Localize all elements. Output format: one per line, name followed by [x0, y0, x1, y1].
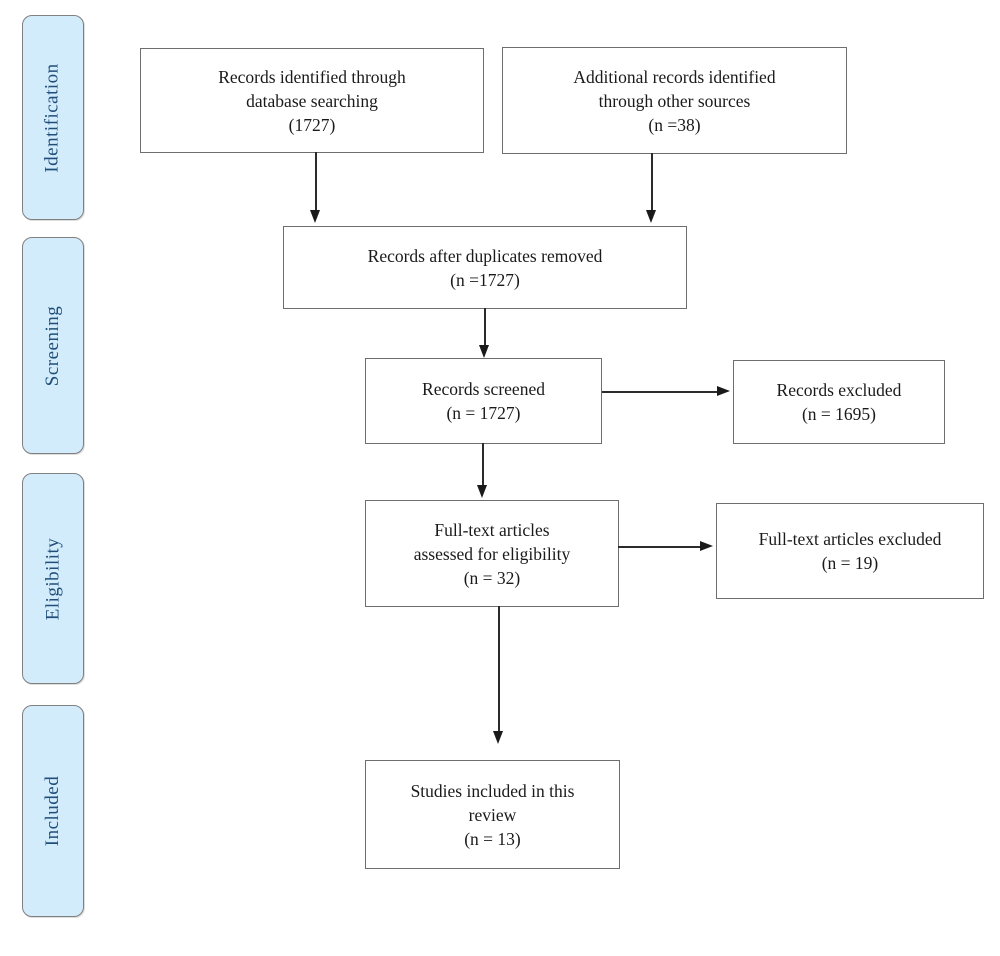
box-records-screened-text: Records screened (n = 1727)	[422, 379, 545, 423]
box-after-duplicates: Records after duplicates removed (n =172…	[283, 226, 687, 309]
box-records-identified-text: Records identified through database sear…	[218, 66, 406, 135]
arrow-line	[315, 152, 317, 212]
stage-included-label: Included	[42, 775, 64, 847]
stage-identification-label: Identification	[42, 62, 64, 173]
arrowhead-right-icon	[700, 541, 713, 551]
box-records-screened: Records screened (n = 1727)	[365, 358, 602, 444]
stage-eligibility: Eligibility	[22, 473, 84, 684]
box-after-duplicates-text: Records after duplicates removed (n =172…	[367, 245, 603, 290]
stage-screening-label: Screening	[42, 305, 64, 386]
arrow-line	[618, 546, 702, 548]
box-records-identified: Records identified through database sear…	[140, 48, 484, 153]
arrowhead-right-icon	[717, 386, 730, 396]
box-additional-records-text: Additional records identified through ot…	[573, 66, 776, 135]
box-fulltext-assessed-text: Full-text articles assessed for eligibil…	[413, 519, 571, 588]
arrowhead-down-icon	[477, 485, 487, 498]
arrowhead-down-icon	[479, 345, 489, 358]
box-included-studies-text: Studies included in this review (n = 13)	[410, 780, 575, 849]
arrow-line	[602, 391, 719, 393]
box-records-excluded: Records excluded (n = 1695)	[733, 360, 945, 444]
stage-included: Included	[22, 705, 84, 917]
stage-screening: Screening	[22, 237, 84, 454]
arrow-line	[651, 153, 653, 212]
box-records-excluded-text: Records excluded (n = 1695)	[776, 380, 902, 424]
box-fulltext-assessed: Full-text articles assessed for eligibil…	[365, 500, 619, 607]
box-included-studies: Studies included in this review (n = 13)	[365, 760, 620, 869]
box-additional-records: Additional records identified through ot…	[502, 47, 847, 154]
arrowhead-down-icon	[646, 210, 656, 223]
stage-identification: Identification	[22, 15, 84, 220]
box-fulltext-excluded: Full-text articles excluded (n = 19)	[716, 503, 984, 599]
arrow-line	[482, 443, 484, 487]
arrowhead-down-icon	[310, 210, 320, 223]
arrowhead-down-icon	[493, 731, 503, 744]
arrow-line	[498, 606, 500, 733]
arrow-line	[484, 308, 486, 348]
box-fulltext-excluded-text: Full-text articles excluded (n = 19)	[758, 529, 942, 573]
stage-eligibility-label: Eligibility	[42, 537, 63, 620]
